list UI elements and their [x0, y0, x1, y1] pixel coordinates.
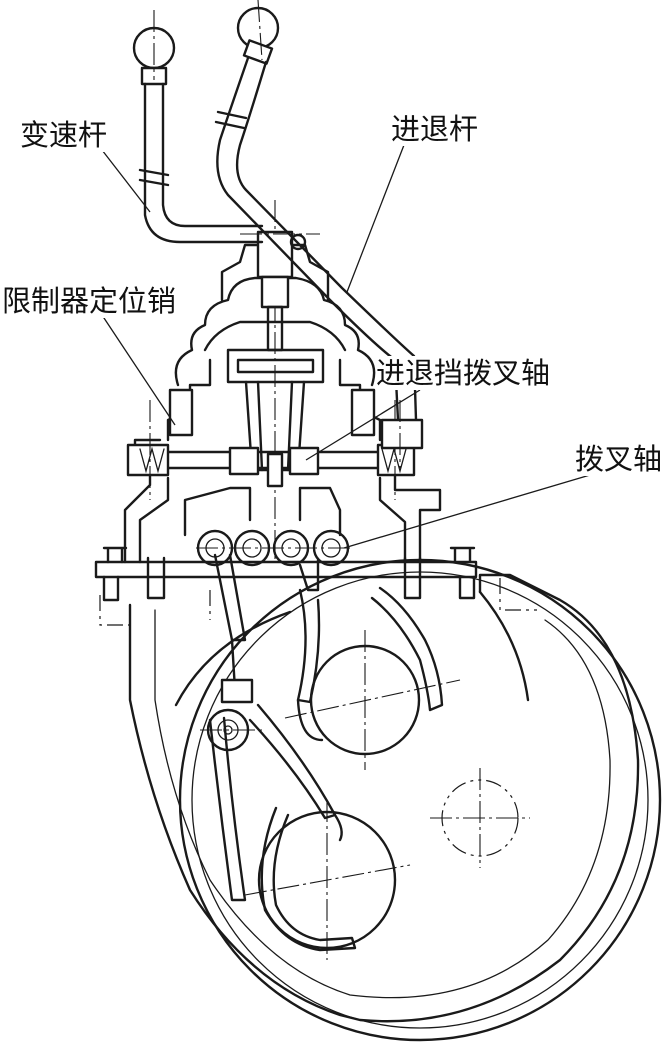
reverse-fork-shaft-label: 进退挡拨叉轴	[376, 356, 551, 390]
leader-lines	[99, 144, 591, 549]
gear-lever-label: 变速杆	[20, 118, 108, 152]
cross-rail	[126, 388, 416, 500]
lower-housing	[99, 573, 640, 1023]
reverse-lever-label: 进退杆	[391, 112, 479, 146]
limiter-pin-label: 限制器定位销	[2, 284, 177, 318]
linkage-rod	[200, 553, 262, 752]
mounting-plate	[94, 546, 478, 602]
lower-fork	[208, 703, 357, 952]
fork-shafts	[183, 486, 350, 592]
reverse-lever	[214, 0, 424, 468]
upper-fork	[296, 586, 444, 742]
right-shaft	[430, 768, 530, 868]
fork-shaft-label: 拨叉轴	[575, 442, 663, 476]
lower-shaft	[244, 800, 411, 960]
gear-lever	[132, 10, 320, 251]
